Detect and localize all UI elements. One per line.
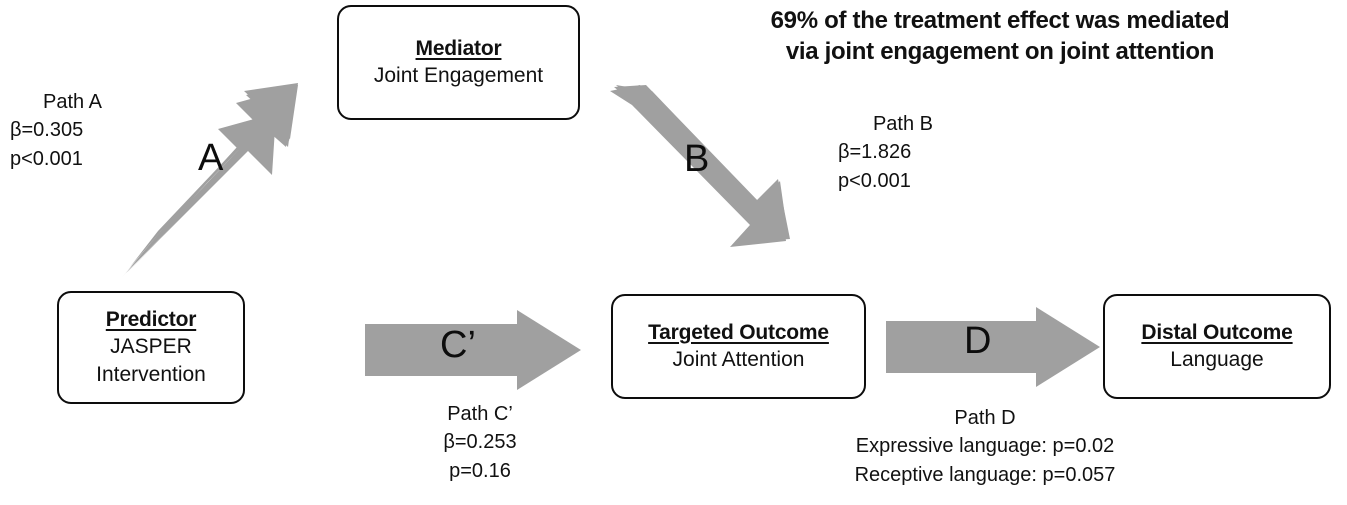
node-mediator: Mediator Joint Engagement [337,5,580,120]
node-targeted-outcome: Targeted Outcome Joint Attention [611,294,866,399]
path-d-label: Path D Expressive language: p=0.02 Recep… [750,404,1220,489]
node-predictor-line-2: Intervention [96,362,206,386]
path-c-prime-p: p=0.16 [449,459,511,482]
path-a-name: Path A [43,91,102,113]
path-a-beta: β=0.305 [10,119,84,142]
path-d-receptive: Receptive language: p=0.057 [854,463,1116,486]
node-predictor-line-1: JASPER [110,335,192,359]
arrow-a-letter: A [198,137,224,179]
arrow-path-d: D [886,305,1102,389]
node-distal-outcome-line-1: Language [1170,347,1264,371]
path-a-p: p<0.001 [10,147,83,170]
arrow-path-c-prime: C’ [365,308,583,392]
arrow-path-b: B [600,85,800,280]
arrow-path-a: A [120,55,300,285]
arrow-d-letter: D [964,320,992,362]
node-mediator-line-1: Joint Engagement [373,63,544,87]
node-predictor: Predictor JASPER Intervention [57,291,245,404]
path-d-expressive: Expressive language: p=0.02 [855,435,1115,458]
path-c-prime-label: Path C’ β=0.253 p=0.16 [390,400,570,485]
path-c-prime-name: Path C’ [447,403,513,425]
path-b-label: Path B β=1.826 p<0.001 [838,110,968,195]
node-predictor-title: Predictor [105,308,197,332]
node-targeted-outcome-title: Targeted Outcome [648,320,829,344]
path-a-label: Path A β=0.305 p<0.001 [10,88,135,173]
headline-text: 69% of the treatment effect was mediated… [660,6,1340,67]
arrow-c-prime-letter: C’ [440,324,476,366]
path-b-beta: β=1.826 [838,141,912,164]
node-distal-outcome: Distal Outcome Language [1103,294,1331,399]
path-d-name: Path D [954,407,1016,429]
headline-line-2: via joint engagement on joint attention [785,37,1215,65]
node-mediator-title: Mediator [415,36,502,60]
headline-line-1: 69% of the treatment effect was mediated [770,7,1230,34]
path-c-prime-beta: β=0.253 [443,431,517,454]
node-distal-outcome-title: Distal Outcome [1141,320,1293,344]
path-b-name: Path B [872,113,934,135]
arrow-b-letter: B [684,138,710,180]
path-b-p: p<0.001 [838,169,911,192]
node-targeted-outcome-line-1: Joint Attention [672,347,805,371]
